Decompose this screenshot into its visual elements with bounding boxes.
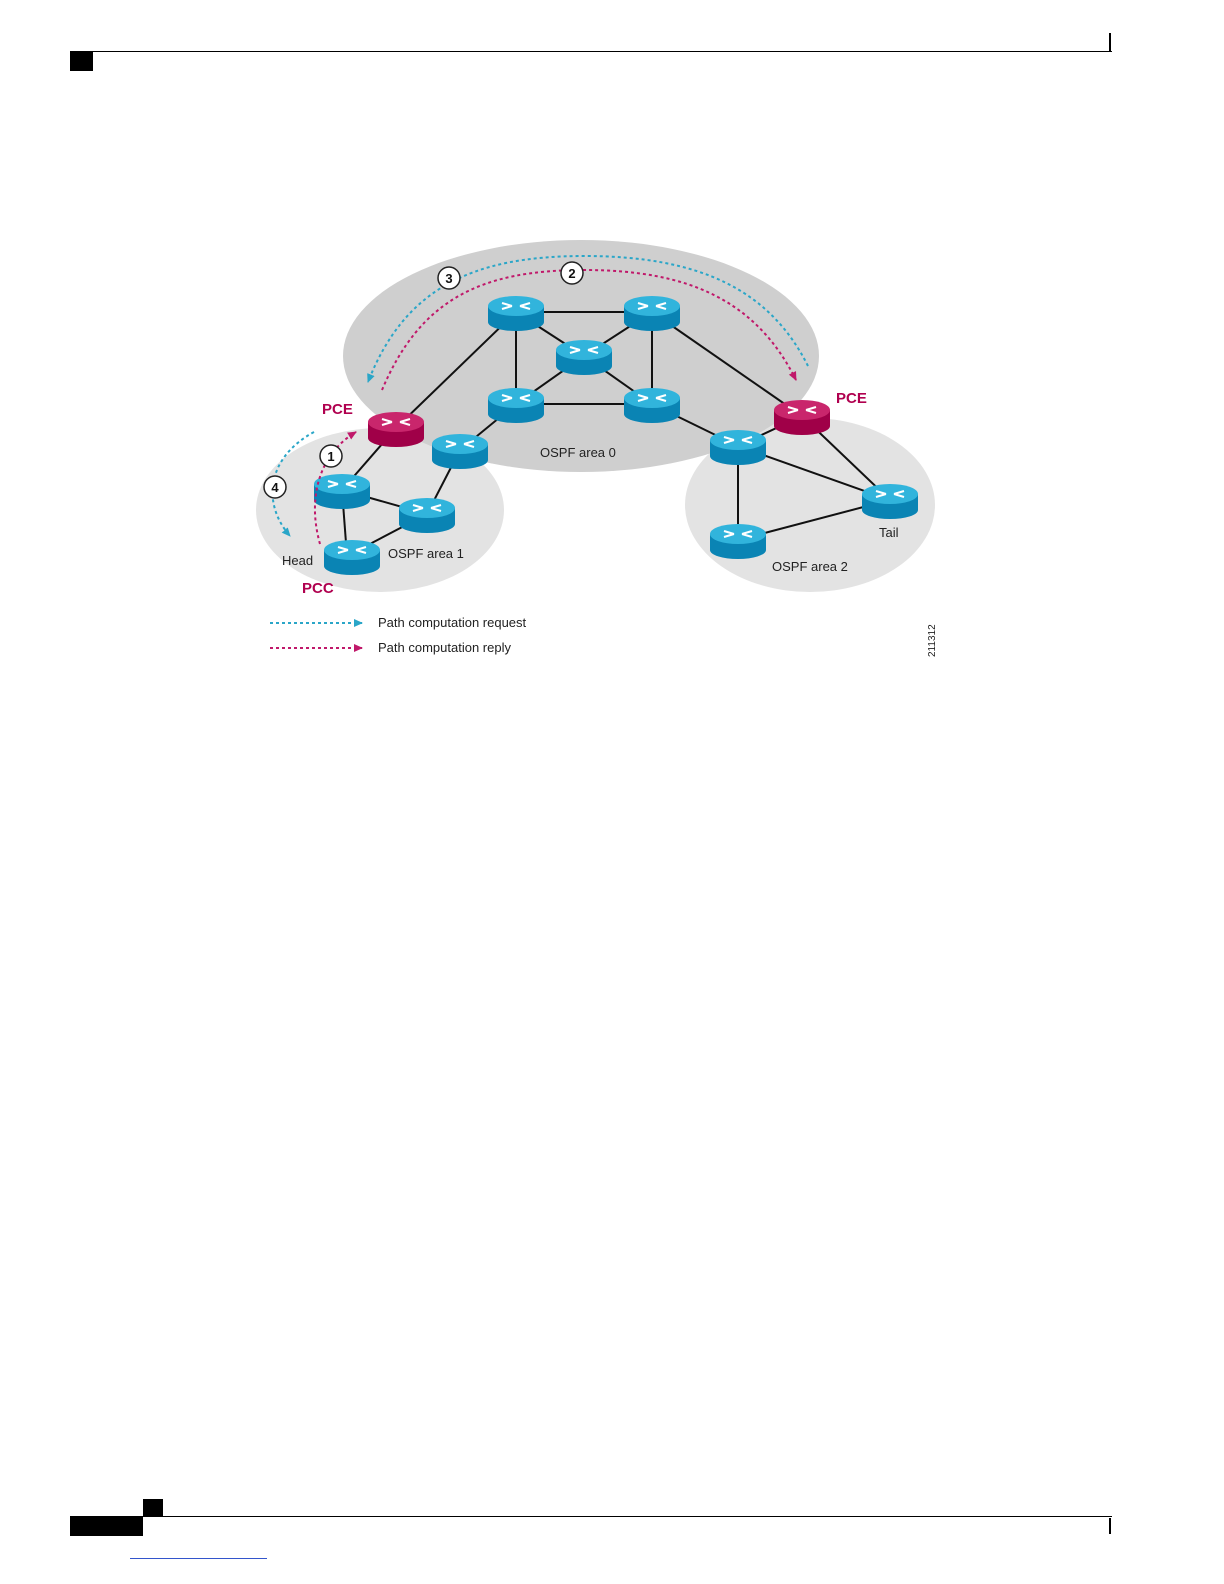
step-1-label: 1	[327, 449, 334, 464]
legend-reply-label: Path computation reply	[378, 640, 511, 655]
step-2-badge: 2	[561, 262, 583, 284]
legend: Path computation request Path computatio…	[270, 615, 527, 655]
router-pce-right	[774, 400, 830, 435]
router-abr-area1	[432, 434, 488, 469]
area-2-label: OSPF area 2	[772, 559, 848, 574]
step-3-badge: 3	[438, 267, 460, 289]
pcc-label: PCC	[302, 580, 334, 597]
router-head	[324, 540, 380, 575]
router-area0-top-right	[624, 296, 680, 331]
footer-bar	[70, 1517, 143, 1536]
step-1-badge: 1	[320, 445, 342, 467]
figure-id: 211312	[927, 624, 938, 657]
area-0-label: OSPF area 0	[540, 445, 616, 460]
router-tail	[862, 484, 918, 519]
footer-link-underline[interactable]	[130, 1558, 267, 1559]
router-area0-bottom-right	[624, 388, 680, 423]
router-pce-left	[368, 412, 424, 447]
step-3-label: 3	[445, 271, 452, 286]
tail-label: Tail	[879, 525, 899, 540]
pce-left-label: PCE	[322, 401, 353, 418]
area-1-label: OSPF area 1	[388, 546, 464, 561]
legend-request-label: Path computation request	[378, 615, 527, 630]
step-2-label: 2	[568, 266, 575, 281]
router-area0-top-left	[488, 296, 544, 331]
footer-tick	[1109, 1518, 1111, 1534]
pce-right-label: PCE	[836, 390, 867, 407]
footer-block	[143, 1499, 163, 1516]
router-area1-right	[399, 498, 455, 533]
router-area0-bottom-left	[488, 388, 544, 423]
footer-rule	[70, 1516, 1112, 1517]
pce-topology-diagram: 1 2 3 4 PCE PCE OSPF area 0 OSPF area 1 …	[0, 0, 1224, 720]
step-4-badge: 4	[264, 476, 286, 498]
router-abr-area2	[710, 430, 766, 465]
router-area2-bottom	[710, 524, 766, 559]
router-area1-upper	[314, 474, 370, 509]
step-4-label: 4	[271, 480, 279, 495]
router-area0-center	[556, 340, 612, 375]
head-label: Head	[282, 553, 313, 568]
